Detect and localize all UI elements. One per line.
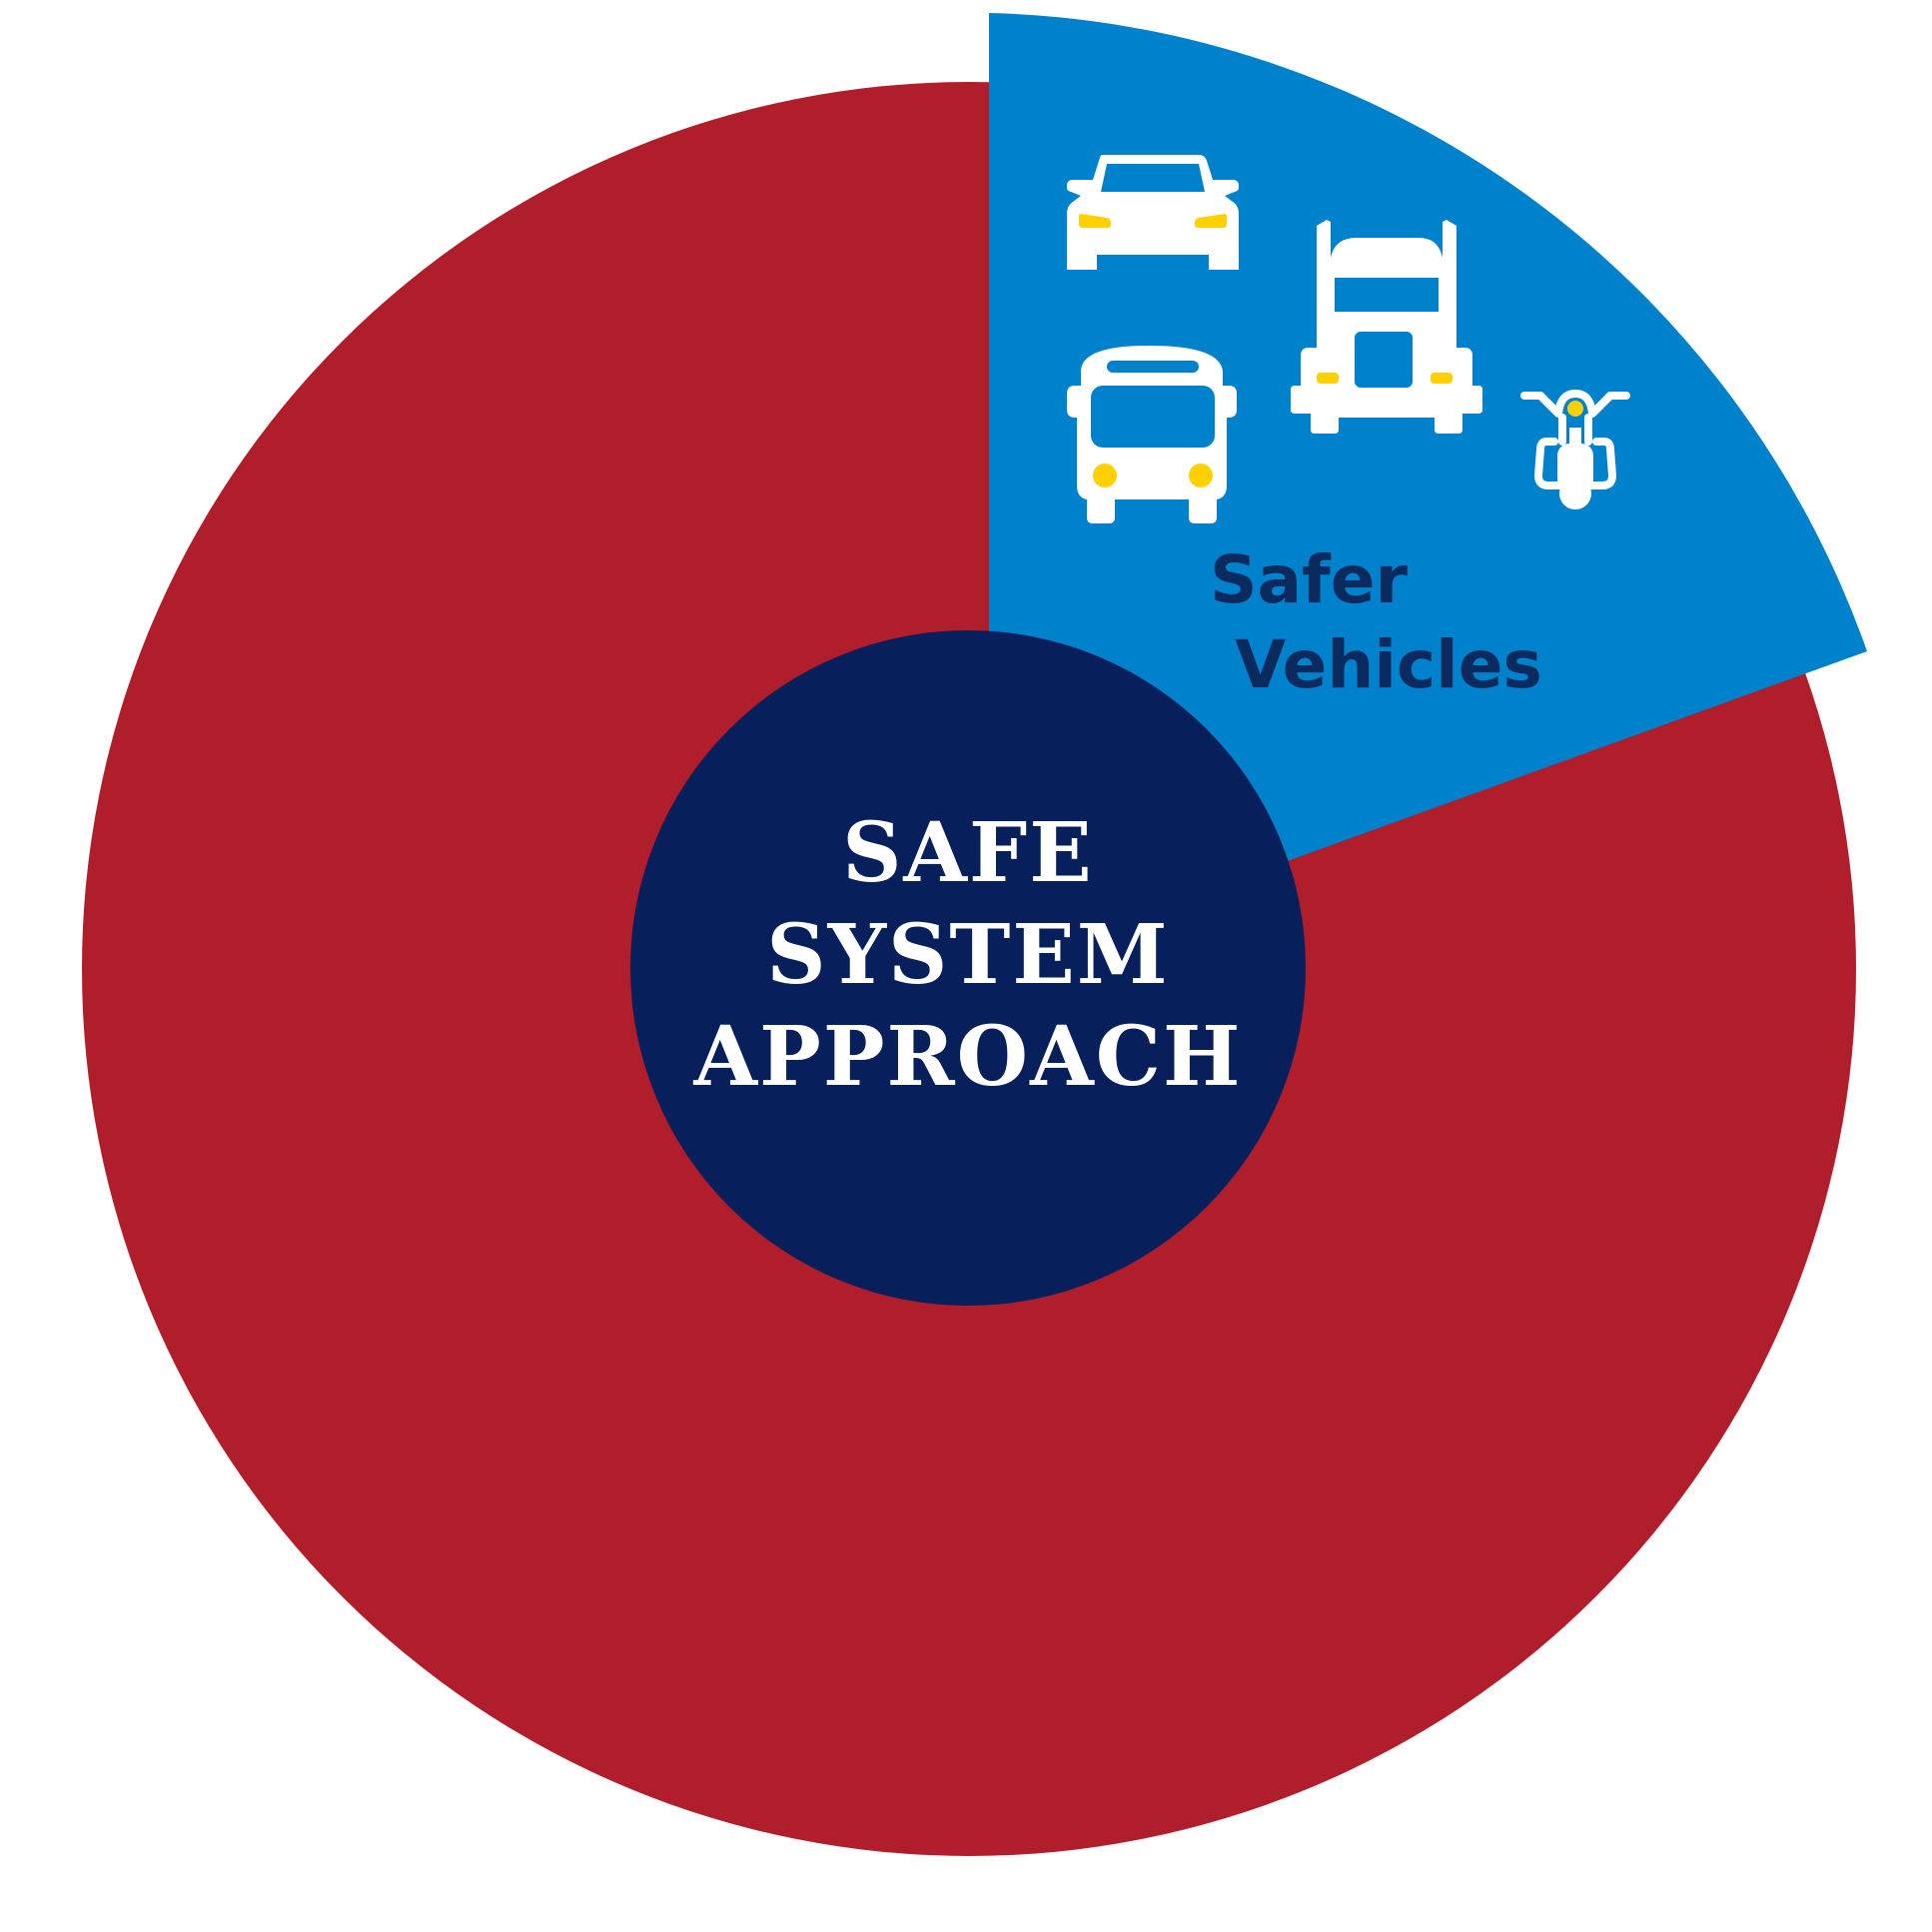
segment-label-line-2: Vehicles: [1235, 626, 1542, 703]
motorcycle-icon: [1520, 390, 1630, 509]
semi-truck-icon: [1291, 220, 1482, 434]
center-circle: [630, 630, 1306, 1306]
segment-label-line-1: Safer: [1210, 541, 1409, 618]
center-title-line-1: SAFE: [842, 805, 1094, 901]
bus-icon: [1067, 346, 1237, 523]
center-title-line-3: APPROACH: [693, 1009, 1243, 1105]
motorcycle-headlight: [1567, 401, 1583, 417]
vehicle-icons: [1067, 155, 1630, 523]
car-icon: [1067, 155, 1239, 270]
center-title-line-2: SYSTEM: [766, 907, 1169, 1003]
